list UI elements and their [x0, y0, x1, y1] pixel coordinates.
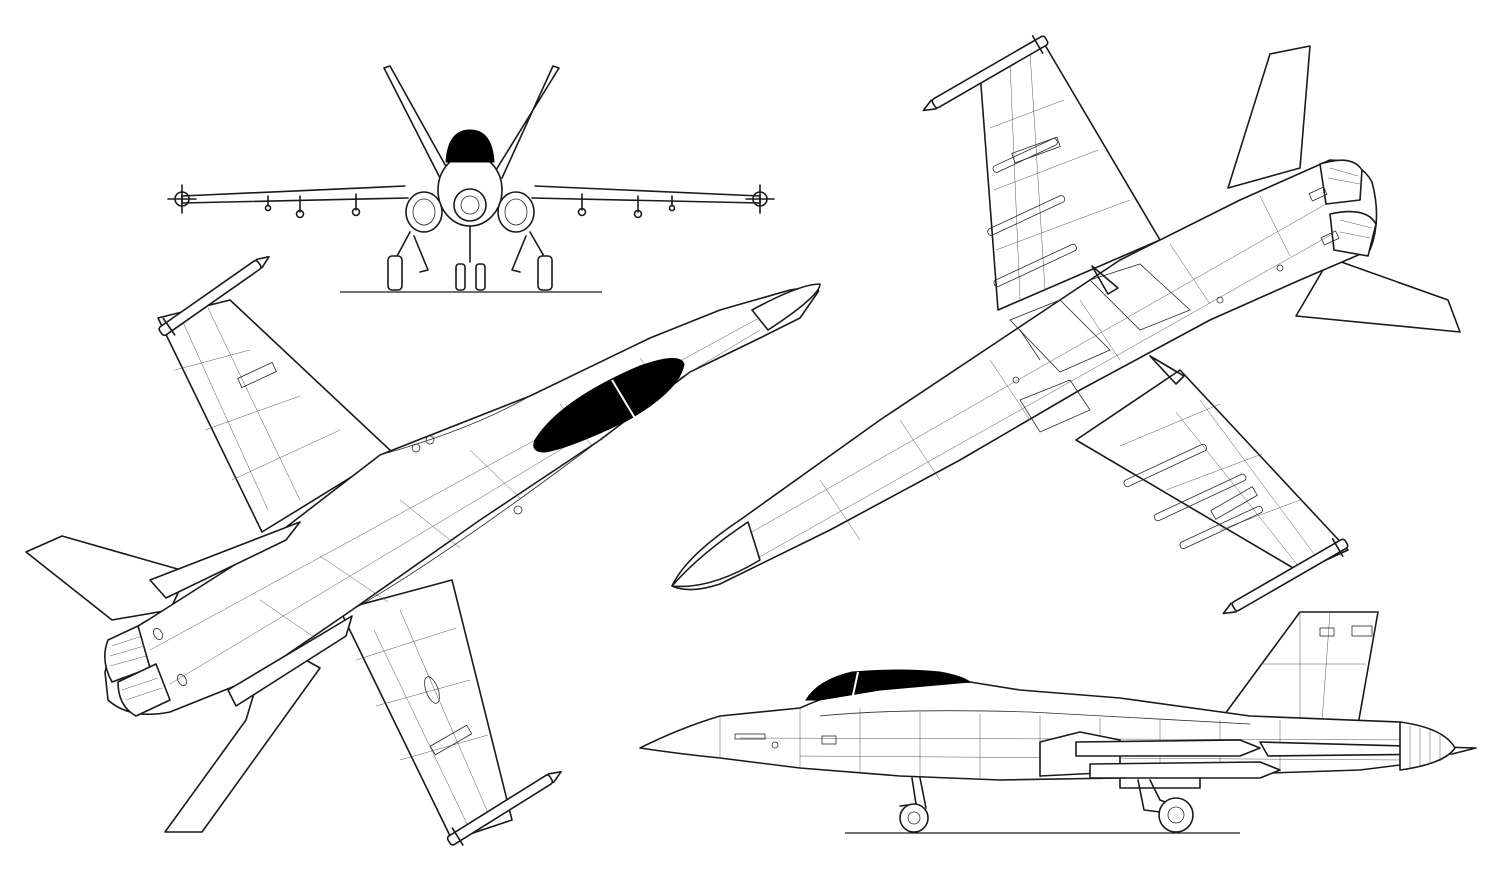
bottom-lower-missile [1222, 538, 1349, 615]
top-wing-lower [339, 579, 513, 841]
front-wing-left [181, 185, 409, 204]
side-engine-nozzle [1399, 721, 1456, 771]
top-upper-missile [158, 255, 270, 337]
top-vertical-tail-1 [149, 521, 301, 599]
front-wing-right [531, 185, 761, 204]
bottom-stabilizer-lower [1295, 257, 1461, 333]
side-main-wheel [1158, 797, 1194, 833]
top-wing-upper [157, 299, 393, 533]
bottom-lower-stores [1123, 443, 1263, 550]
side-nose-wheel [899, 803, 929, 833]
front-canopy [445, 129, 495, 163]
bottom-view [671, 35, 1461, 615]
front-view [167, 65, 775, 293]
side-view [639, 611, 1477, 834]
bottom-upper-stores [987, 138, 1077, 288]
side-canopy [805, 669, 972, 701]
top-view [25, 255, 821, 846]
top-stabilizer-lower [164, 639, 321, 833]
top-engine-nozzles [104, 625, 171, 717]
bottom-stabilizer-upper [1227, 45, 1311, 189]
front-fuselage [437, 153, 503, 227]
bottom-engine-nozzles [1319, 159, 1377, 257]
front-left-tail [383, 65, 449, 179]
bottom-upper-missile [922, 35, 1049, 112]
front-left-intake [405, 191, 443, 233]
front-right-wingtip-missile [745, 184, 775, 214]
side-landing-gear [899, 777, 1194, 833]
bottom-fuselage [671, 159, 1378, 591]
front-right-tail [495, 65, 560, 179]
front-pylons [264, 193, 676, 219]
front-right-intake [497, 191, 535, 233]
side-fuselage [639, 681, 1456, 781]
top-canopy [533, 358, 685, 453]
top-vertical-tail-2 [227, 615, 353, 707]
top-lower-missile [446, 771, 562, 846]
front-left-wingtip-missile [167, 184, 197, 214]
front-radome [453, 188, 487, 222]
side-stores [1075, 739, 1281, 789]
bottom-wing-lower [1075, 369, 1349, 573]
top-nose [751, 283, 821, 331]
bottom-nose [671, 521, 761, 588]
front-landing-gear [387, 225, 553, 291]
